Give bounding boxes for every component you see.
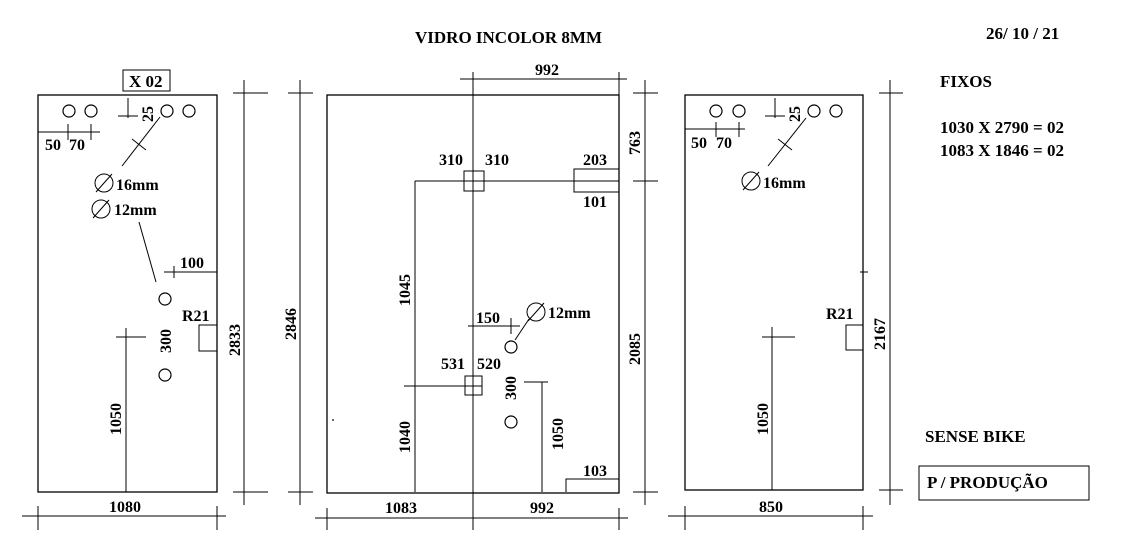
radius-label: R21: [826, 306, 854, 323]
dim-hole-top: 25: [140, 106, 157, 122]
production-stamp: P / PRODUÇÃO: [918, 465, 1090, 501]
dim-bottom-left: 1083: [385, 500, 417, 517]
radius-label: R21: [182, 308, 210, 325]
hole: [182, 104, 196, 118]
dim-height: 2846: [283, 308, 300, 340]
hole: [732, 104, 746, 118]
hole: [709, 104, 723, 118]
dim-width: 1080: [109, 499, 141, 516]
hole: [504, 415, 518, 429]
hole: [807, 104, 821, 118]
dim-notch-c: 203: [583, 152, 607, 169]
dim-spacing: 300: [503, 376, 520, 400]
drawing-date: 26/ 10 / 21: [986, 24, 1059, 43]
dim-lower-left: 1040: [397, 421, 414, 453]
dim-bottom: 1050: [108, 403, 125, 435]
dim-notch-d: 101: [583, 194, 607, 211]
hole-big-label: 16mm: [116, 177, 159, 194]
dim-bottom: 1050: [755, 403, 772, 435]
dim-top-right: 763: [627, 131, 644, 155]
hole: [158, 368, 172, 382]
dim-offset: 150: [476, 310, 500, 327]
dim-hole-x2: 70: [716, 135, 732, 152]
hole: [160, 104, 174, 118]
panel-center: 992 310 310 203 101 763 1045 2846 150 12…: [283, 62, 658, 530]
dim-top: 992: [535, 62, 559, 79]
dim-hole-top: 25: [787, 106, 804, 122]
dim-corner: 103: [583, 463, 607, 480]
quantity-tag: X 02: [129, 72, 163, 91]
dim-right-height: 2085: [627, 333, 644, 365]
production-stamp-text: P / PRODUÇÃO: [927, 473, 1048, 492]
panel-right-outline: [684, 94, 864, 491]
dim-offset: 100: [180, 255, 204, 272]
dim-vertical-left: 1045: [397, 274, 414, 306]
hole: [504, 340, 518, 354]
fixo-line-1: 1030 X 2790 = 02: [940, 118, 1064, 137]
dim-spacing: 300: [158, 329, 175, 353]
dim-hole-x1: 50: [45, 137, 61, 154]
hole: [829, 104, 843, 118]
quantity-tag-box: [122, 69, 171, 92]
client-name: SENSE BIKE: [925, 427, 1026, 446]
dim-notch-b: 310: [485, 152, 509, 169]
dim-height: 2167: [872, 318, 889, 350]
dim-height: 2833: [227, 324, 244, 356]
hole: [158, 292, 172, 306]
hole-small-label: 12mm: [114, 202, 157, 219]
dim-hole-x1: 50: [691, 135, 707, 152]
dim-bottom-right: 992: [530, 500, 554, 517]
dim-mid-b: 520: [477, 356, 501, 373]
dim-mid-a: 531: [441, 356, 465, 373]
dim-hole-x2: 70: [69, 137, 85, 154]
drawing-title: VIDRO INCOLOR 8MM: [415, 28, 602, 47]
dim-notch-a: 310: [439, 152, 463, 169]
hole-big-label: 16mm: [763, 175, 806, 192]
panel-left-outline: [37, 94, 218, 493]
hole: [62, 104, 76, 118]
fixos-label: FIXOS: [940, 72, 992, 91]
panel-left: X 02 25 50 70 16mm 12mm 100: [22, 69, 268, 530]
hole-small-label: 12mm: [548, 305, 591, 322]
dim-lower-right: 1050: [550, 418, 567, 450]
fixo-line-2: 1083 X 1846 = 02: [940, 141, 1064, 160]
panel-right: 25 50 70 16mm R21 1050 2167 850: [668, 80, 903, 530]
dim-width: 850: [759, 499, 783, 516]
hole: [84, 104, 98, 118]
